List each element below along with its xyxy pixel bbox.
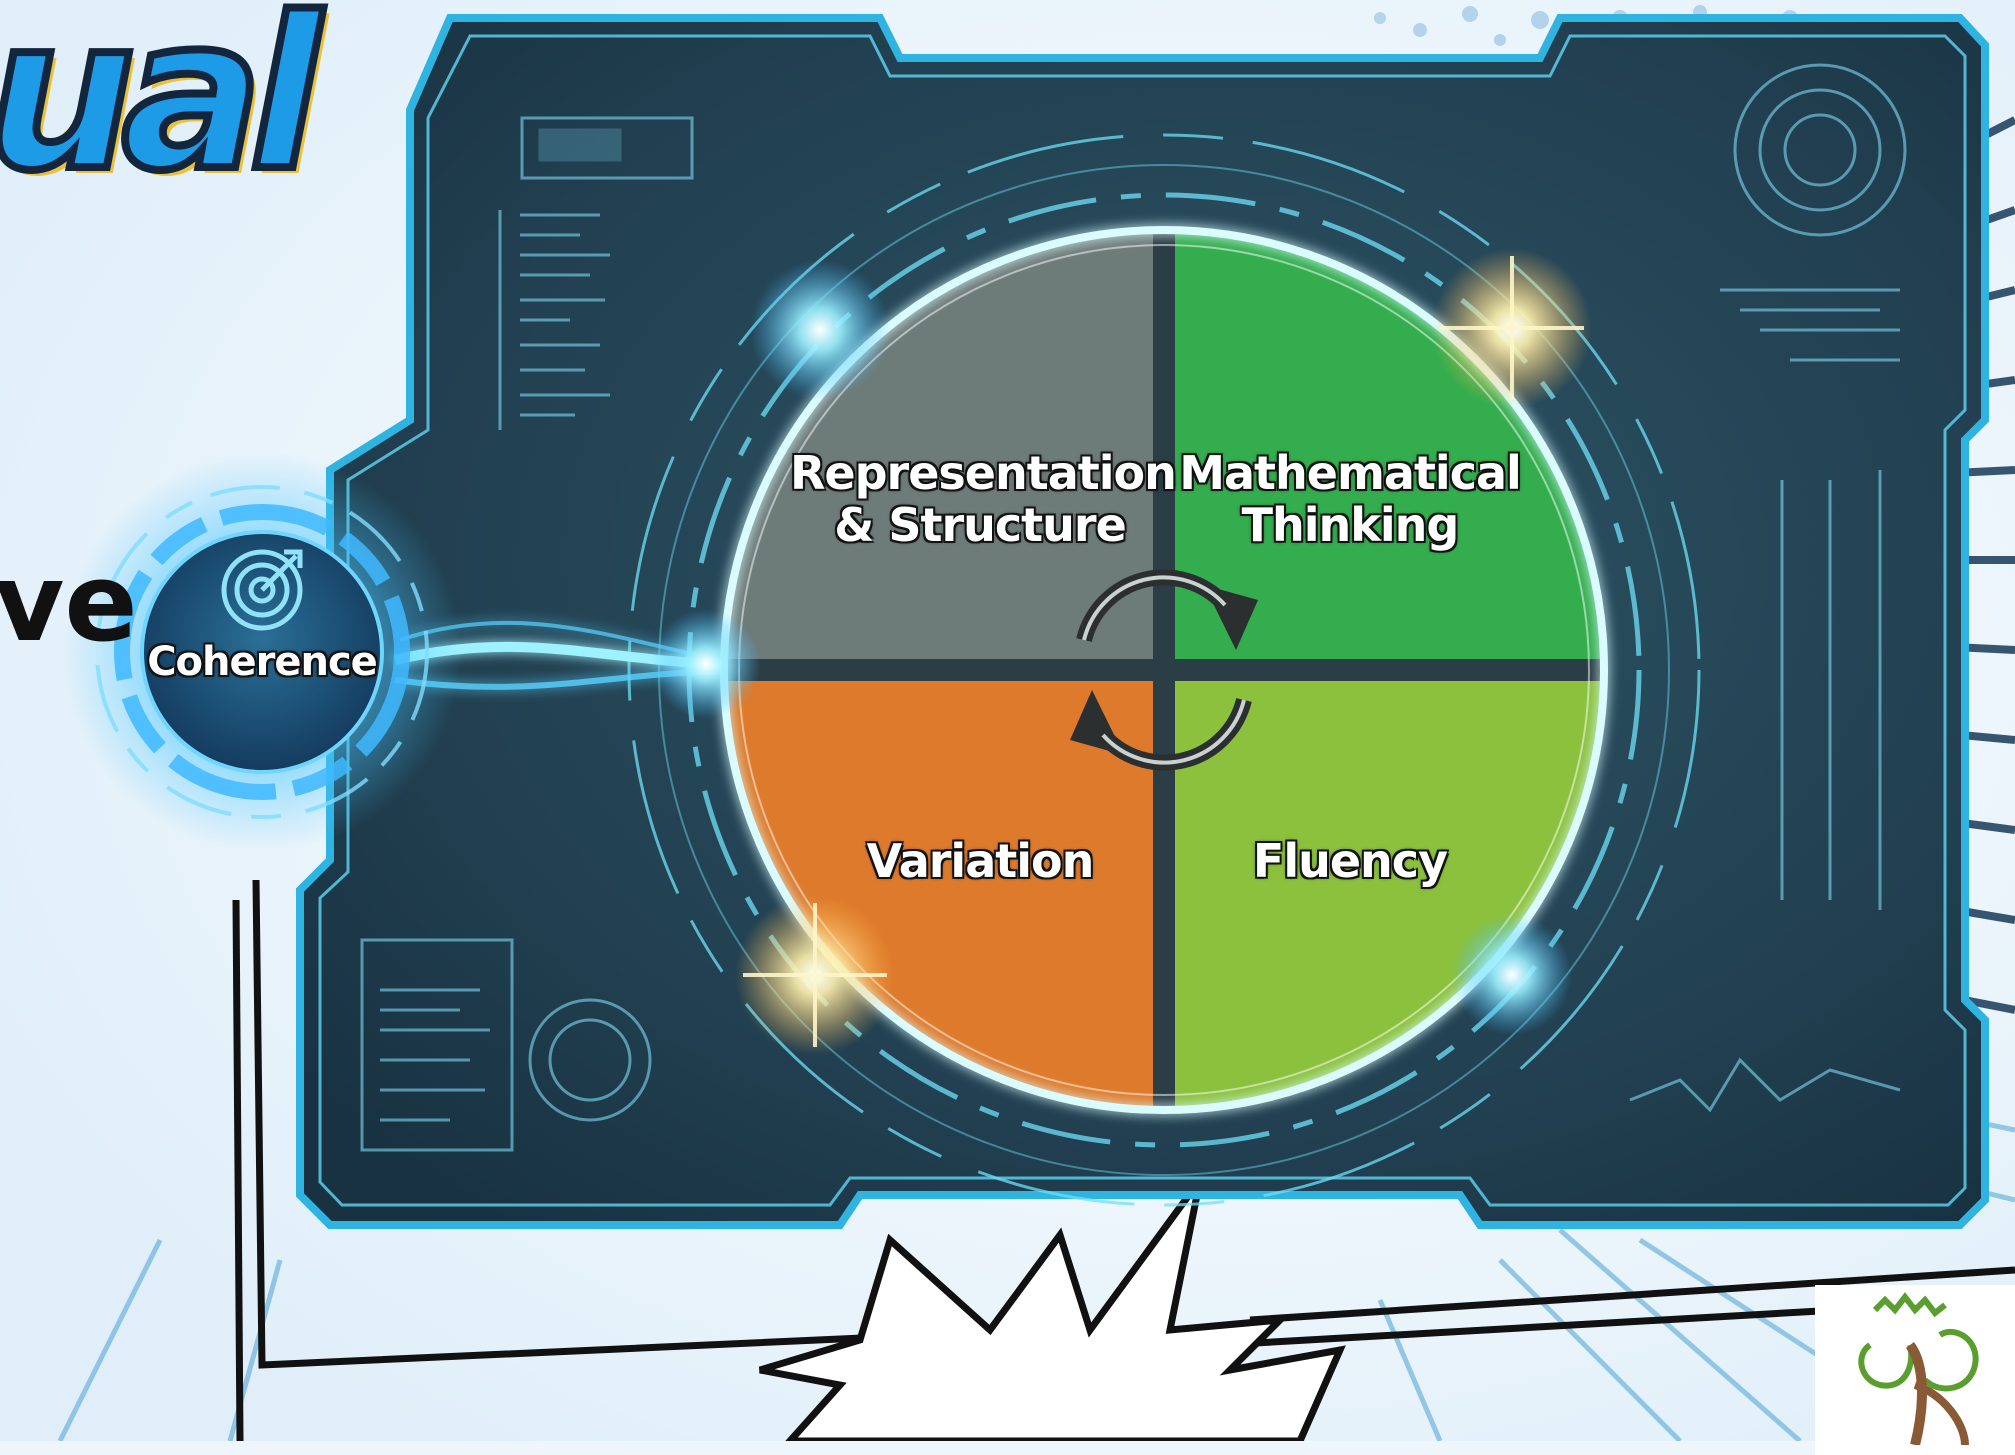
hud-decor-right xyxy=(1629,63,1907,1113)
tree-logo-icon xyxy=(1858,1292,1979,1447)
lens-flares xyxy=(651,248,1592,1055)
hud-decor-left xyxy=(498,116,694,430)
hud-decor-bottom-left xyxy=(360,938,652,1152)
quadrant-label-variation: Variation xyxy=(866,834,1095,888)
quadrant-label-line1: Representation xyxy=(790,446,1177,500)
side-text-fragment: ve xyxy=(0,541,138,666)
quadrant-label-line2: & Structure xyxy=(834,497,1127,552)
heading-fragment: ual xyxy=(0,0,325,217)
hub-label: Coherence xyxy=(147,639,378,685)
target-arrow-icon xyxy=(221,549,303,631)
hub-node[interactable] xyxy=(62,452,462,852)
quadrant-label-line2: Thinking xyxy=(1241,497,1460,552)
quadrant-label-mathematical-thinking: Mathematical Thinking xyxy=(1165,446,1535,552)
speech-burst xyxy=(758,1177,1346,1441)
logo-box xyxy=(1815,1285,2015,1455)
quadrant-label-fluency: Fluency xyxy=(1252,834,1448,888)
cycle-arrows-icon-highlight xyxy=(1082,575,1246,765)
quadrant-label-representation: Representation & Structure xyxy=(790,447,1177,552)
quadrant-label-line1: Mathematical xyxy=(1179,446,1522,500)
